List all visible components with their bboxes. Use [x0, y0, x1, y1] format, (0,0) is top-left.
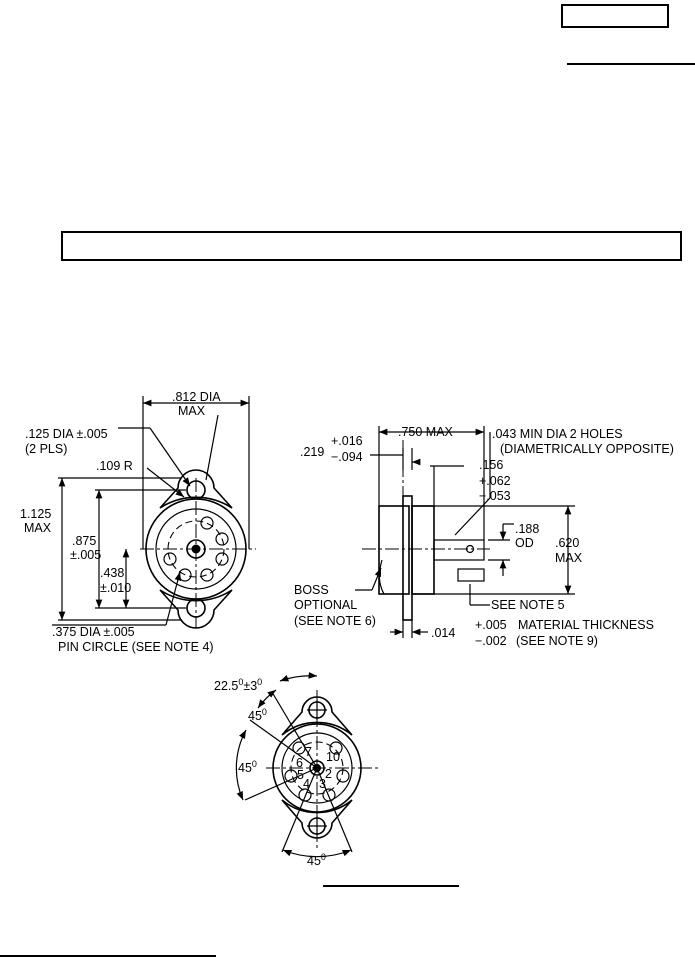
angle-45c-text: 450: [307, 852, 326, 868]
dim-109-text: .109 R: [96, 459, 133, 473]
angle-arc-45b: [235, 729, 247, 801]
angle-line: [271, 691, 318, 769]
angle-45b-text: 450: [238, 759, 257, 775]
side-header: [411, 505, 435, 595]
dim-1125-text: 1.125: [20, 507, 51, 521]
dim-125-text: .125 DIA ±.005: [25, 427, 108, 441]
leader-812: [205, 414, 219, 481]
dim-156-text: .156: [479, 458, 503, 472]
dim-219-plus-text: +.016: [331, 434, 363, 448]
side-flange: [402, 495, 413, 621]
pin-circle-note-text: PIN CIRCLE (SEE NOTE 4): [58, 640, 214, 654]
dim-875-tol-text: ±.005: [70, 548, 101, 562]
dim-620-text: .620: [555, 536, 579, 550]
boss-text: BOSS: [294, 583, 329, 597]
side-boss-curve: [378, 559, 385, 595]
dim-620-max-text: MAX: [555, 551, 583, 565]
header-rule: [567, 63, 695, 65]
see-note5-text: SEE NOTE 5: [491, 598, 565, 612]
top-view: .812 DIA MAX .125 DIA ±.005 (2 PLS) .109…: [20, 390, 256, 654]
angle-line: [281, 767, 318, 853]
diam-opp-text: (DIAMETRICALLY OPPOSITE): [500, 442, 674, 456]
pin-label-6: 6: [296, 756, 303, 770]
bottom-pin-10: [336, 769, 350, 783]
dim-125-pls-text: (2 PLS): [25, 442, 67, 456]
angle-arc-45a: [257, 689, 277, 709]
angle-line: [316, 767, 353, 853]
dim-375-text: .375 DIA ±.005: [52, 625, 135, 639]
caption-rule: [323, 885, 459, 887]
title-box: [61, 231, 682, 261]
dim-438-text: .438: [100, 566, 124, 580]
dim-014-text: .014: [431, 626, 455, 640]
dim-156-plus-text: +.062: [479, 474, 511, 488]
dim-1125-max-text: MAX: [24, 521, 52, 535]
top-pin: [215, 532, 229, 546]
material-text: MATERIAL THICKNESS: [518, 618, 654, 632]
dim-219-text: .219: [300, 445, 324, 459]
bottom-view: 22.50±30 450 450 450 10 2 3 4 5 6 7 10: [214, 672, 378, 868]
dim-188-text: .188: [515, 522, 539, 536]
see-note6-text: (SEE NOTE 6): [294, 614, 376, 628]
holes-043-text: .043 MIN DIA 2 HOLES: [492, 427, 623, 441]
bottom-pin-1: [329, 741, 343, 755]
dim-219-minus-text: −.094: [331, 450, 363, 464]
dim-014-plus-text: +.005: [475, 618, 507, 632]
leader-125-arrow: [149, 427, 191, 487]
dim-438-tol-text: ±.010: [100, 581, 131, 595]
pin-label-3: 3: [319, 777, 326, 791]
side-hole: [465, 544, 475, 554]
dim-812-text: .812 DIA: [172, 390, 221, 404]
angle-225-text: 22.50±30: [214, 677, 262, 693]
angle-line: [249, 719, 318, 769]
dim-156-minus-text: −.053: [479, 489, 511, 503]
bottom-pin-5: [284, 769, 298, 783]
side-view: .750 MAX .219 +.016 −.094 .043 MIN DIA 2…: [294, 425, 674, 648]
top-pin: [200, 568, 214, 582]
side-body: [378, 505, 410, 595]
angle-arc-225: [279, 672, 318, 682]
pin-label-2: 2: [325, 767, 332, 781]
optional-text: OPTIONAL: [294, 598, 357, 612]
footnote-rule: [0, 955, 216, 957]
pin-label-1: 10: [326, 750, 340, 764]
top-pin: [200, 516, 214, 530]
pin-label-4: 4: [303, 777, 310, 791]
leader-375-arrow: [165, 571, 182, 626]
top-pin-circle: [167, 520, 225, 578]
pin-label-5: 5: [297, 768, 304, 782]
leader-boss-arrow: [371, 567, 382, 591]
bottom-pin-3: [322, 788, 336, 802]
angle-arc-45c: [282, 849, 352, 858]
dim-188-od-text: OD: [515, 536, 534, 550]
bottom-pin-4: [298, 788, 312, 802]
leader-109: [146, 467, 185, 498]
top-pin: [215, 552, 229, 566]
top-pin: [163, 552, 177, 566]
header-box: [561, 4, 669, 28]
dim-812-max-text: MAX: [178, 404, 206, 418]
angle-45a-text: 450: [248, 707, 267, 723]
see-note9-text: (SEE NOTE 9): [516, 634, 598, 648]
side-tab: [457, 568, 485, 582]
dim-014-minus-text: −.002: [475, 634, 507, 648]
angle-line: [244, 767, 318, 801]
side-stud: [433, 539, 485, 561]
dim-750-text: .750 MAX: [398, 425, 454, 439]
pin-label-7: 7: [305, 745, 312, 759]
leader-043-diag: [454, 497, 491, 536]
dim-875-text: .875: [72, 534, 96, 548]
